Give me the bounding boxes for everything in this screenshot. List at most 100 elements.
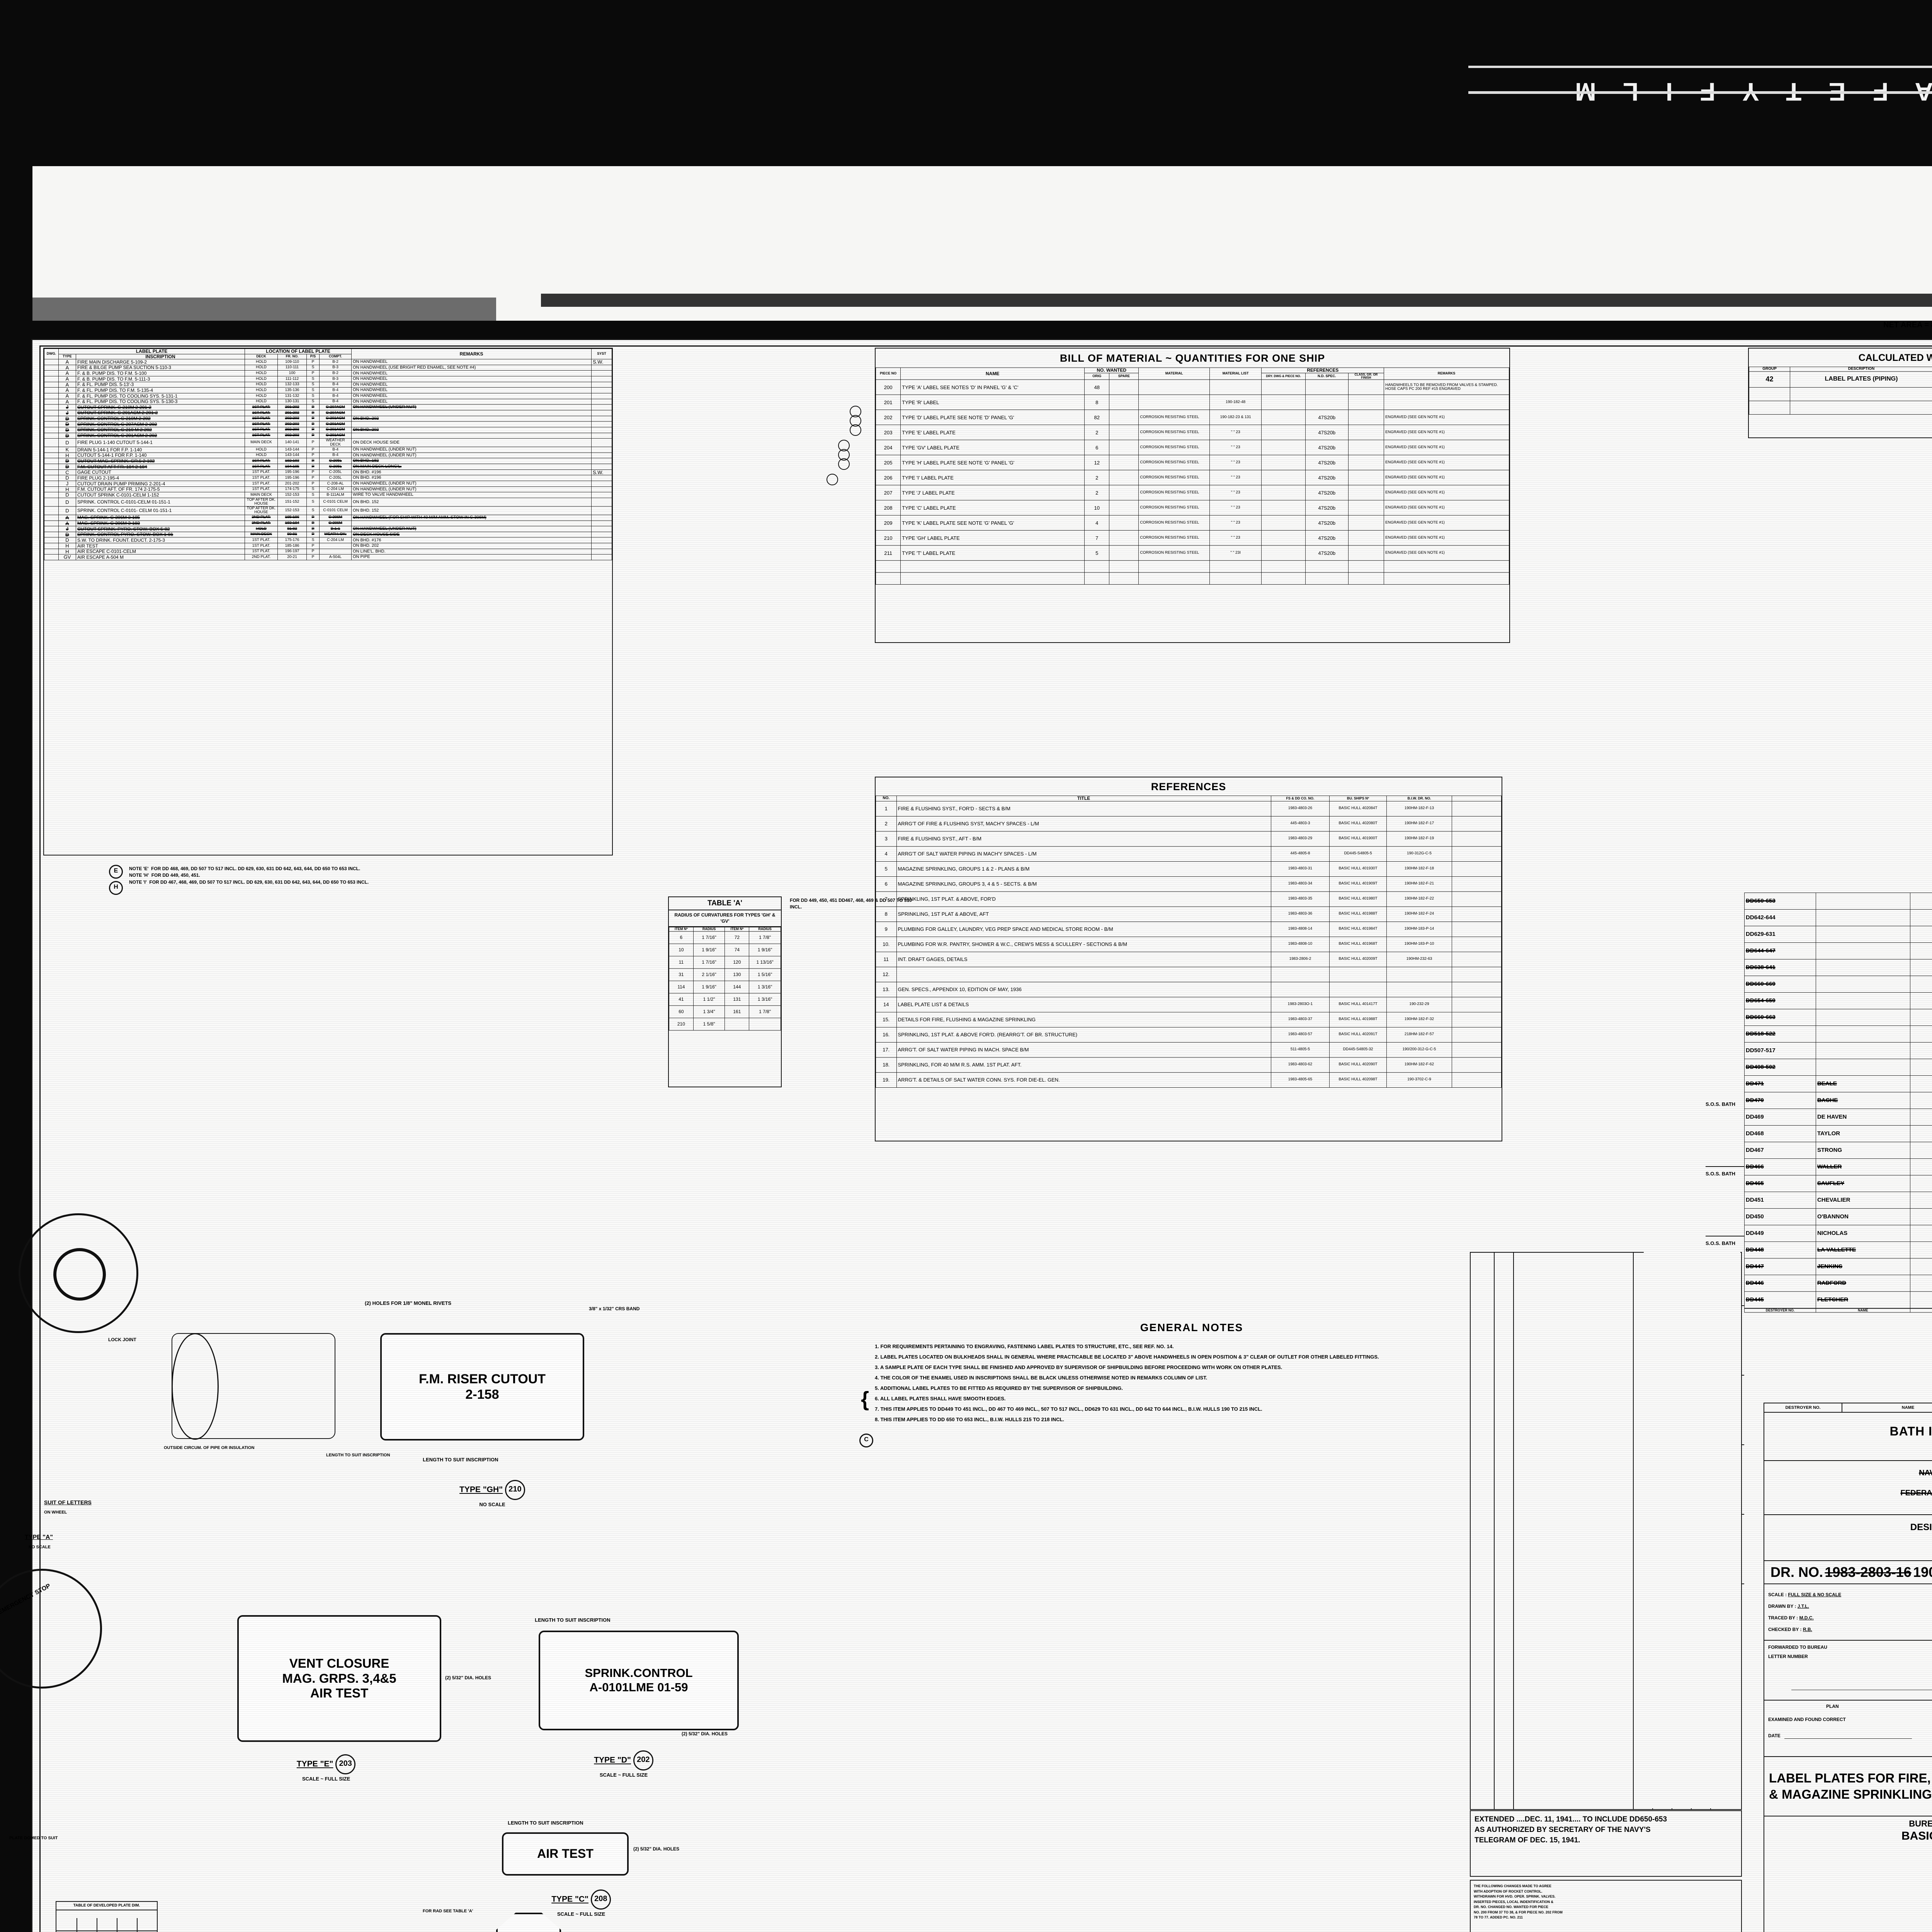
calculated-weights-title: CALCULATED WEIGHTS (1858, 352, 1932, 363)
general-note-item: 3. A SAMPLE PLATE OF EACH TYPE SHALL BE … (875, 1364, 1282, 1371)
bom-group-references: REFERENCES (1261, 367, 1384, 373)
letter-number-line: LETTER NUMBER REFERENCE DD445 G 40/S29 (… (1768, 1654, 1932, 1659)
handwheel-hub (53, 1248, 106, 1301)
alteration-note-line: WITH ADOPTION OF ROCKET CONTROL. (1474, 1889, 1543, 1893)
gh-band-note: 3/8" x 1/32" CRS BAND (589, 1306, 640, 1311)
type-a-scale: NO SCALE (29, 1545, 51, 1549)
ship-list-block: DD650-653BATH IRON WORKS CORP.DD642-644B… (1744, 893, 1932, 1410)
scale-label: SCALE : (1768, 1592, 1787, 1597)
title-builder-row: BATH IRON WORKS CORP'N. BATH, MAINE (1764, 1413, 1932, 1461)
ship-list-row: DD498-502FEDERAL S.B. & D.D. CO. (1744, 1059, 1932, 1076)
bom-balloon-column (827, 406, 869, 485)
ship-list-row: DD445FLETCHER198 (1744, 1291, 1932, 1308)
ship-col-builtby: BUILT BY (1910, 1308, 1932, 1313)
film-blotch-left (32, 298, 496, 321)
extension-line-3: TELEGRAM OF DEC. 15, 1941. (1475, 1836, 1580, 1844)
film-edge-line-2 (1468, 91, 1932, 94)
revision-marks-column (1644, 1252, 1740, 1808)
cylinder-end-ellipse (172, 1333, 219, 1440)
ta-col-item1: ITEM Nº (669, 927, 694, 932)
table-row: 12. (876, 966, 1502, 982)
col-ps: P/S (306, 354, 320, 360)
ship-list-row: DD451CHEVALIERBATH IRON WORKS CORP'N. BA… (1744, 1192, 1932, 1209)
label-plate-list-block: DWG. LABEL PLATE LOCATION OF LABEL PLATE… (43, 348, 613, 855)
ship-list-row: DD471BEALEBETH. STEEL CO. S.I. DIV.2022 (1744, 1075, 1932, 1092)
plate-c: AIR TEST (502, 1832, 629, 1876)
general-note-item: 1. FOR REQUIREMENTS PERTAINING TO ENGRAV… (875, 1344, 1174, 1349)
bom-col-drydwg: DRY. DWG & PIECE NO. (1261, 372, 1306, 380)
th-name: NAME (1842, 1403, 1932, 1412)
struck-operator-l2: THE PLANT OF (1764, 1478, 1932, 1486)
ship-list-row: DD629-631 (1744, 926, 1932, 943)
general-note-item: 8. THIS ITEM APPLIES TO DD 650 TO 653 IN… (875, 1417, 1065, 1423)
table-a-subtitle: RADIUS OF CURVATURES FOR TYPES 'GH' & 'G… (669, 910, 781, 927)
ship-list-row: DD449NICHOLAS190 (1744, 1225, 1932, 1242)
table-row-blank (875, 572, 1509, 585)
signature-1-date: 11-24-41 (1768, 1684, 1932, 1689)
ship-list-row: DD638-641 (1744, 959, 1932, 976)
traced-by-label: TRACED BY : (1768, 1615, 1798, 1621)
bom-col-pieceno: PIECE NO (875, 367, 901, 380)
group-location: LOCATION OF LABEL PLATE (245, 349, 352, 354)
title-block: DESTROYER NO. NAME BUILT BY HULL NO. BAT… (1764, 1403, 1932, 1932)
ship-col-name: NAME (1815, 1308, 1910, 1313)
plate-d-type: TYPE "D" (594, 1755, 631, 1765)
ship-list-row: DD467STRONG193 (1744, 1142, 1932, 1159)
label-plate-notes: NOTE 'E' FOR DD 468, 469, DD 507 TO 517 … (129, 866, 369, 886)
table-row-blank (1748, 387, 1932, 401)
title-designer-row: DESIGN AND ENGINEERING BY GIBBS & COX, I… (1764, 1515, 1932, 1561)
refs-head: NO. TITLE FS & DD CO. NO. BU. SHIPS Nº B… (876, 796, 1502, 801)
plate-d-caption: TYPE "D" 202 SCALE ~ FULL SIZE (546, 1750, 701, 1778)
cw-col-desc: DESCRIPTION (1790, 367, 1932, 372)
table-a-side-note: FOR DD 449, 450, 451 DD467, 468, 469 & D… (790, 898, 912, 910)
signature-1: C. F. Martin (1768, 1672, 1932, 1684)
table-row: 13.GEN. SPECS., APPENDIX 10, EDITION OF … (876, 981, 1502, 997)
plate-gh-pc: 210 (505, 1480, 525, 1500)
cw-col-group: GROUP (1748, 367, 1791, 372)
sos-bath-entry: S.O.S. BATH (1706, 1167, 1744, 1236)
col-syst: SYST (591, 348, 612, 360)
plate-e: VENT CLOSURE MAG. GRPS. 3,4&5 AIR TEST (237, 1615, 441, 1742)
developed-plate-grid (56, 1918, 157, 1932)
ship-list-row: DD650-653BATH IRON WORKS CORP. (1744, 893, 1932, 910)
plate-e-type: TYPE "E" (296, 1759, 333, 1769)
plate-gh-line-1: F.M. RISER CUTOUT (418, 1371, 546, 1386)
alteration-note-line: INSERTED PIECES, LOCAL INDENTIFICATION & (1474, 1900, 1554, 1904)
dr-no-label: DR. NO. (1770, 1564, 1823, 1580)
ship-list-row: DD447JENKINSFEDERAL SHIPBUILDING & DRY D… (1744, 1258, 1932, 1275)
alteration-note-line: 78 TO 77. ADDED PC. NO. 211 (1474, 1915, 1523, 1919)
general-notes-list: 1. FOR REQUIREMENTS PERTAINING TO ENGRAV… (875, 1342, 1509, 1423)
developed-plate-table-block: TABLE OF DEVELOPED PLATE DIM. (56, 1901, 158, 1932)
dr-no-current: 190HM-182-F-53 (1913, 1564, 1932, 1580)
plate-e-line-3: AIR TEST (310, 1686, 369, 1701)
title-drawing-number-row: DR. NO. 1983-2803-16 190HM-182-F-53 (1764, 1561, 1932, 1584)
plate-e-caption: TYPE "E" 203 SCALE ~ FULL SIZE (249, 1754, 403, 1782)
ship-list-body: DD650-653BATH IRON WORKS CORP.DD642-644B… (1744, 893, 1932, 1308)
col-type: TYPE (58, 354, 76, 360)
title-examined-row: PLAN EXAMINED AND FOUND CORRECT DATE R. … (1764, 1701, 1932, 1757)
ta-head: ITEM Nº RADIUS ITEM Nº RADIUS (669, 927, 781, 932)
group-label-plate: LABEL PLATE (58, 349, 245, 354)
